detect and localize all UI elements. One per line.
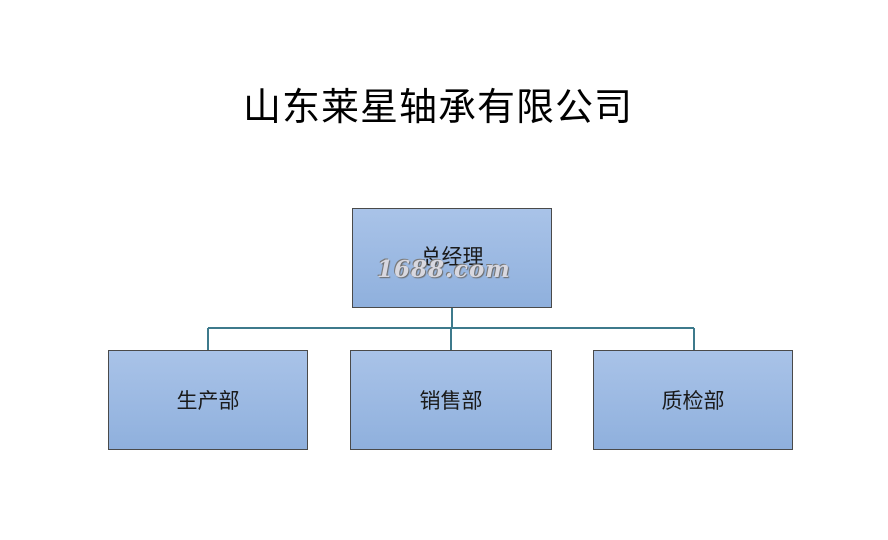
node-label: 总经理	[420, 245, 484, 269]
chart-title: 山东莱星轴承有限公司	[242, 85, 633, 129]
node-production-dept[interactable]: 生产部	[108, 350, 308, 450]
node-label: 生产部	[176, 389, 240, 413]
node-general-manager[interactable]: 总经理	[352, 208, 552, 308]
watermark-text: 1688.com	[377, 256, 511, 283]
node-sales-dept[interactable]: 销售部	[350, 350, 552, 450]
node-quality-dept[interactable]: 质检部	[593, 350, 793, 450]
node-label: 销售部	[419, 389, 483, 413]
node-label: 质检部	[661, 389, 725, 413]
